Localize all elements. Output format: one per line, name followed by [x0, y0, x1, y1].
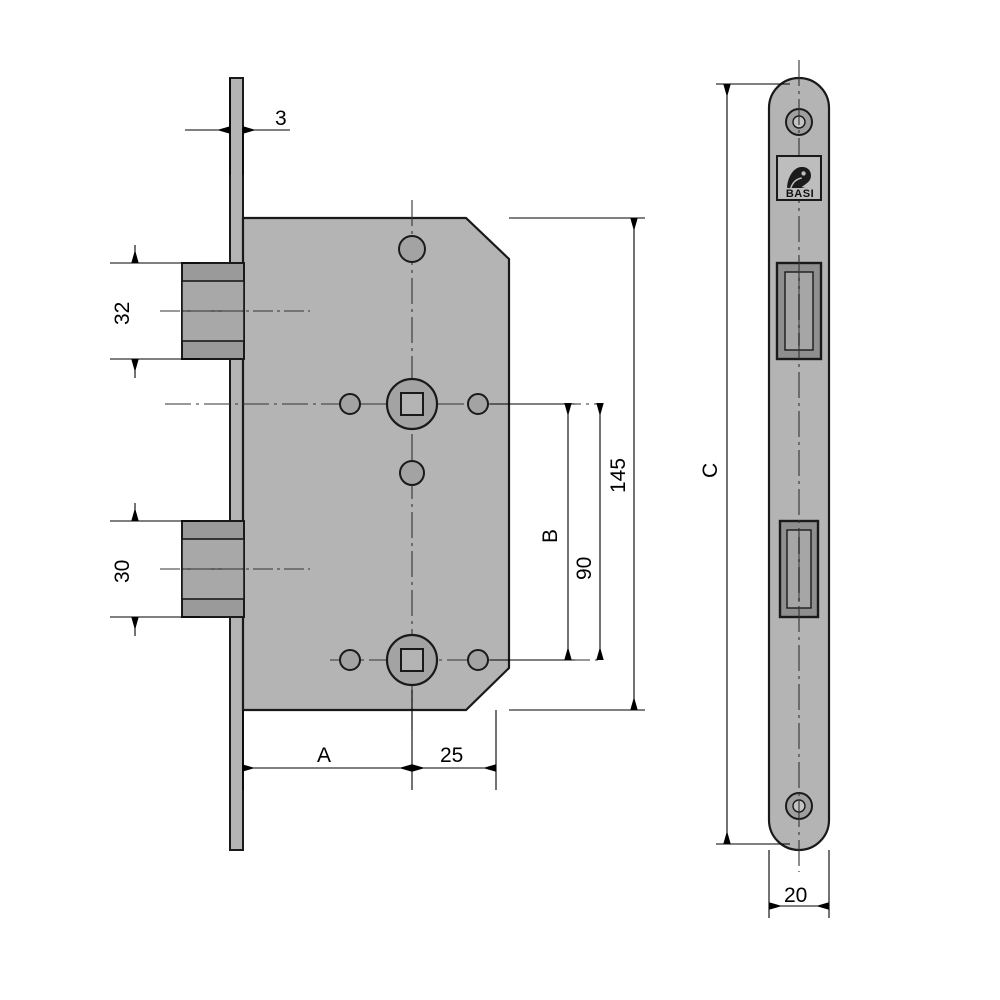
- dimension-label-32: 32: [111, 301, 134, 325]
- dimension-label-145: 145: [607, 457, 630, 493]
- dimension-case-height-145: [509, 217, 645, 711]
- dimension-faceplate-length-C: [716, 83, 790, 845]
- faceplate-front: [229, 77, 244, 851]
- basi-lion-logo: [776, 155, 822, 201]
- dimension-label-20: 20: [784, 884, 808, 907]
- fixing-hole-middle: [399, 460, 425, 486]
- handle-follower: [385, 377, 439, 431]
- dimension-faceplate-width-20: [768, 850, 830, 918]
- dimension-label-90: 90: [573, 556, 596, 580]
- dimension-label-C: C: [699, 462, 722, 478]
- dimension-label-25: 25: [440, 744, 464, 767]
- hole-left-of-follower: [339, 393, 361, 415]
- hole-left-of-lower-follower: [339, 649, 361, 671]
- side-view: [716, 60, 831, 918]
- dimension-latch-height: [110, 245, 200, 378]
- dimension-faceplate-thickness: [185, 78, 290, 175]
- dimension-deadbolt-height: [110, 503, 200, 636]
- basi-lion-glyph: [778, 157, 820, 199]
- dimension-label-30: 30: [111, 559, 134, 583]
- dimension-centre-distance-B: [490, 402, 575, 661]
- lock-case-body: [241, 216, 511, 712]
- front-view: [110, 77, 645, 851]
- hole-right-of-follower: [467, 393, 489, 415]
- dimension-label-A: A: [317, 744, 332, 767]
- basi-wordmark: BASI: [785, 188, 815, 200]
- dimension-backset-and-follower: [241, 690, 497, 790]
- hole-right-of-lower-follower: [467, 649, 489, 671]
- fixing-hole-top: [398, 235, 426, 263]
- lower-follower: [385, 633, 439, 687]
- dimension-label-B: B: [539, 528, 562, 543]
- dimension-label-3: 3: [275, 107, 287, 130]
